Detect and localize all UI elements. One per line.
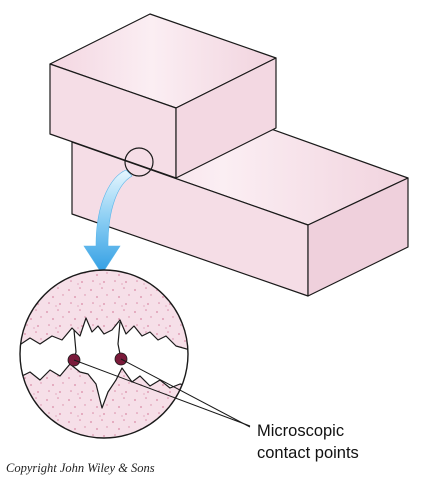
magnified-region-marker <box>124 147 154 177</box>
copyright-text: Copyright John Wiley & Sons <box>6 461 155 475</box>
lower-surface-profile <box>20 363 188 409</box>
label-microscopic: Microscopic <box>257 422 345 440</box>
label-contact-points: contact points <box>257 444 359 462</box>
top-block-side-face <box>175 57 277 179</box>
surface-gap <box>20 318 188 408</box>
magnified-view <box>19 269 189 439</box>
leader-line-left <box>73 359 251 427</box>
upper-surface-profile <box>20 317 188 351</box>
leader-line-right <box>120 358 251 428</box>
bottom-block-side-face <box>307 177 409 297</box>
